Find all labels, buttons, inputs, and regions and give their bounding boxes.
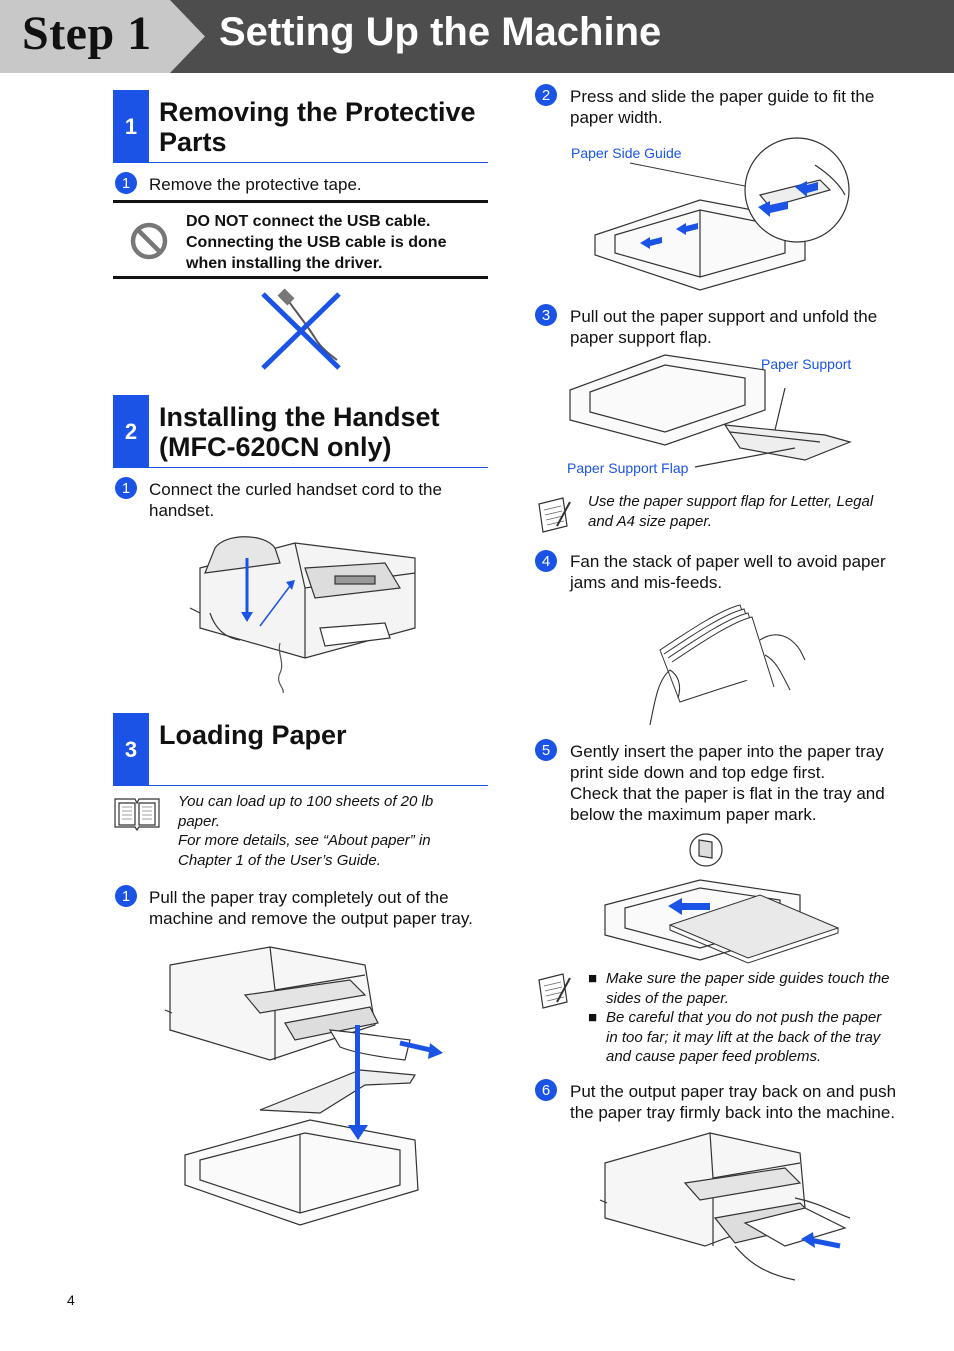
s3-step2-line2: paper width. — [570, 108, 663, 127]
s3-step6-line1: Put the output paper tray back on and pu… — [570, 1082, 897, 1101]
step-number-1: 1 — [115, 172, 137, 194]
usb-warning-line3: when installing the driver. — [186, 255, 383, 272]
section-1-number: 1 — [113, 90, 149, 163]
s3-step4-line1: Fan the stack of paper well to avoid pap… — [570, 552, 886, 571]
s3-note3-line2: sides of the paper. — [606, 989, 729, 1007]
note-pad-icon — [538, 973, 571, 1009]
warning-top-rule — [113, 200, 488, 203]
paper-support-flap-label: Paper Support Flap — [567, 460, 689, 476]
paper-guide-illustration — [594, 137, 850, 291]
s2-step1-line1: Connect the curled handset cord to the — [149, 480, 442, 499]
s3-note3-bullet1: ■ — [588, 969, 597, 989]
s3-note3-item2: Be careful that you do not push the pape… — [606, 1008, 881, 1067]
s1-step1-text: Remove the protective tape. — [149, 175, 362, 194]
reinsert-tray-illustration — [599, 1132, 851, 1281]
warning-bottom-rule — [113, 276, 488, 279]
s3-note3-bullet2: ■ — [588, 1008, 597, 1028]
s3-step4-line2: jams and mis-feeds. — [570, 573, 723, 592]
s3-step1-line2: machine and remove the output paper tray… — [149, 909, 473, 928]
section-2-underline — [149, 467, 488, 468]
s3-step5-line1: Gently insert the paper into the paper t… — [570, 742, 884, 761]
s3-note3-line4: in too far; it may lift at the back of t… — [606, 1028, 881, 1046]
s3-step1-line1: Pull the paper tray completely out of th… — [149, 888, 449, 907]
s3-step5-line2: print side down and top edge first. — [570, 763, 826, 782]
section-1-title-line1: Removing the Protective — [159, 97, 476, 127]
step-number-3: 3 — [535, 304, 557, 326]
s3-note-line2: paper. — [178, 812, 220, 830]
step-number-6: 6 — [535, 1079, 557, 1101]
s3-note-line1: You can load up to 100 sheets of 20 lb — [178, 793, 434, 810]
section-1-underline — [149, 162, 488, 163]
section-2-title-line1: Installing the Handset — [159, 402, 440, 432]
s3-step1-text: Pull the paper tray completely out of th… — [149, 887, 473, 929]
step-label: Step 1 — [22, 7, 152, 60]
s3-step3-line2: paper support flap. — [570, 328, 712, 347]
s3-step4-text: Fan the stack of paper well to avoid pap… — [570, 551, 886, 593]
s2-step1-text: Connect the curled handset cord to the h… — [149, 479, 442, 521]
bullet-1: ■ — [588, 970, 598, 987]
s3-note-line4: Chapter 1 of the User’s Guide. — [178, 851, 381, 869]
step-number-4: 4 — [535, 550, 557, 572]
usb-warning-line2: Connecting the USB cable is done — [186, 234, 447, 251]
s3-note3-line1: Make sure the paper side guides touch th… — [606, 970, 890, 987]
page-number: 4 — [67, 1292, 75, 1308]
s3-step3-line1: Pull out the paper support and unfold th… — [570, 307, 878, 326]
bullet-2: ■ — [588, 1009, 598, 1026]
no-entry-icon — [130, 222, 168, 260]
page-title: Setting Up the Machine — [219, 10, 662, 54]
s3-step2-text: Press and slide the paper guide to fit t… — [570, 86, 874, 128]
manual-book-icon — [114, 798, 160, 831]
s3-note3-line5: and cause paper feed problems. — [606, 1048, 822, 1065]
paper-side-guide-label: Paper Side Guide — [571, 145, 682, 161]
handset-illustration — [189, 536, 416, 693]
step-number-5: 5 — [535, 739, 557, 761]
note-pad-icon — [538, 497, 571, 533]
s3-note3-line3: Be careful that you do not push the pape… — [606, 1009, 882, 1026]
section-2-title-line2: (MFC-620CN only) — [159, 432, 392, 462]
step-number-2: 2 — [535, 84, 557, 106]
section-1-title: Removing the Protective Parts — [159, 97, 476, 157]
step-badge-shape — [0, 0, 205, 73]
s3-step2-line1: Press and slide the paper guide to fit t… — [570, 87, 875, 106]
section-2-number: 2 — [113, 395, 149, 468]
section-3-title: Loading Paper — [159, 720, 347, 750]
s3-note2: Use the paper support flap for Letter, L… — [588, 492, 873, 531]
step-number-1: 1 — [115, 885, 137, 907]
step-number-1: 1 — [115, 477, 137, 499]
s3-note3-item1: Make sure the paper side guides touch th… — [606, 969, 890, 1008]
s3-step5-text: Gently insert the paper into the paper t… — [570, 741, 885, 825]
s3-step3-text: Pull out the paper support and unfold th… — [570, 306, 877, 348]
s3-note2-line2: and A4 size paper. — [588, 512, 712, 530]
s3-step6-line2: the paper tray firmly back into the mach… — [570, 1103, 896, 1122]
paper-support-label: Paper Support — [761, 356, 852, 372]
fan-paper-illustration — [649, 604, 806, 725]
s3-note-line3: For more details, see “About paper” in — [178, 832, 431, 849]
s2-step1-line2: handset. — [149, 501, 215, 520]
section-1-title-line2: Parts — [159, 127, 227, 157]
paper-support-illustration — [569, 354, 852, 468]
remove-tray-illustration — [164, 946, 443, 1226]
s3-step6-text: Put the output paper tray back on and pu… — [570, 1081, 896, 1123]
usb-warning: DO NOT connect the USB cable. Connecting… — [186, 211, 446, 274]
section-3-underline — [149, 785, 488, 786]
insert-paper-illustration — [604, 833, 840, 964]
s3-step5-line4: below the maximum paper mark. — [570, 805, 817, 824]
section-3-number: 3 — [113, 713, 149, 786]
s3-step5-line3: Check that the paper is flat in the tray… — [570, 784, 885, 803]
section-2-title: Installing the Handset (MFC-620CN only) — [159, 402, 440, 462]
usb-warning-line1: DO NOT connect the USB cable. — [186, 213, 431, 230]
s3-note: You can load up to 100 sheets of 20 lb p… — [178, 792, 433, 870]
s3-note2-line1: Use the paper support flap for Letter, L… — [588, 493, 874, 510]
usb-cable-crossed-icon — [261, 288, 341, 370]
